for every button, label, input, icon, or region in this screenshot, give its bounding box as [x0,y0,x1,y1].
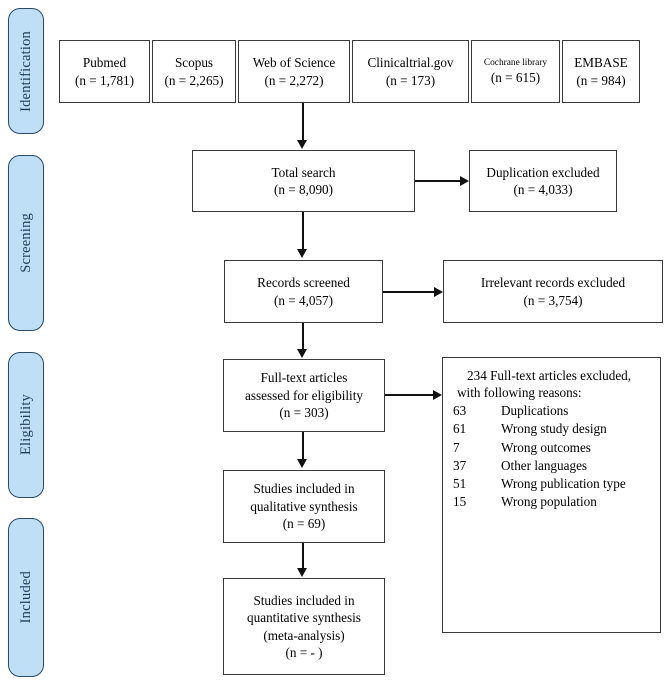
box-line: Records screened [257,275,350,291]
source-box-scopus: Scopus (n = 2,265) [152,40,236,103]
exclusions-header-line1: 234 Full-text articles excluded, [467,368,632,383]
connector-records-to-irrelevant [383,291,435,293]
arrow-fulltext-to-qualitative [297,459,307,468]
arrow-qualitative-to-quantitative [297,568,307,577]
stage-label: Eligibility [17,394,34,456]
exclusion-reason-row: 15 Wrong population [453,493,650,510]
source-box-clinicaltrial-gov: Clinicaltrial.gov (n = 173) [352,40,469,103]
connector-records-to-fulltext [302,323,304,350]
box-line: Duplication excluded [486,164,600,180]
arrow-records-to-irrelevant [434,286,443,297]
box-line: assessed for eligibility [245,387,363,403]
exclusion-label: Duplications [501,403,569,419]
exclusion-reason-row: 7 Wrong outcomes [453,439,650,456]
source-count: (n = 615) [490,69,541,85]
exclusions-header-line2: with following reasons: [457,385,582,401]
stage-label: Included [17,571,34,624]
exclusion-reason-row: 61 Wrong study design [453,420,650,437]
source-count: (n = 2,265) [164,72,224,88]
source-name: Pubmed [82,55,127,71]
exclusion-count: 61 [453,421,467,437]
stage-screening: Screening [8,155,44,331]
exclusion-label: Wrong study design [501,421,607,437]
source-box-pubmed: Pubmed (n = 1,781) [59,40,150,103]
box-quantitative-synthesis: Studies included in quantitative synthes… [223,578,385,675]
source-name: Cochrane library [483,57,548,68]
connector-qualitative-to-quantitative [302,543,304,569]
box-fulltext-assessed: Full-text articles assessed for eligibil… [223,359,385,432]
source-count: (n = 173) [385,72,436,88]
source-count: (n = 984) [576,72,626,88]
box-line: Irrelevant records excluded [480,275,626,291]
source-count: (n = 2,272) [264,72,324,88]
exclusion-label: Other languages [501,457,588,473]
box-count: (n = 3,754) [523,292,583,308]
exclusion-count: 7 [453,439,460,455]
box-line: Studies included in [253,481,355,497]
box-line: Full-text articles [260,370,348,386]
box-count: (n = - ) [285,644,323,660]
box-irrelevant-records-excluded: Irrelevant records excluded (n = 3,754) [443,260,663,323]
exclusion-reason-row: 37 Other languages [453,457,650,474]
box-count: (n = 4,057) [273,292,334,308]
box-qualitative-synthesis: Studies included in qualitative synthesi… [223,470,385,543]
source-box-cochrane-library: Cochrane library (n = 615) [471,40,560,103]
box-line: qualitative synthesis [250,498,358,514]
connector-fulltext-to-exclusions [385,394,434,396]
source-box-embase: EMBASE (n = 984) [562,40,640,103]
source-name: Scopus [174,55,214,71]
stage-label: Identification [17,30,34,112]
exclusion-label: Wrong outcomes [501,439,591,455]
source-count: (n = 1,781) [74,72,135,88]
connector-total-to-duplication [415,180,461,182]
exclusion-count: 63 [453,403,467,419]
arrow-sources-to-total [297,140,307,149]
exclusion-reason-row: 51 Wrong publication type [453,475,650,492]
box-count: (n = 4,033) [513,182,573,197]
source-name: Web of Science [252,55,336,71]
exclusion-count: 37 [453,457,467,473]
source-name: Clinicaltrial.gov [367,55,454,71]
box-records-screened: Records screened (n = 4,057) [224,260,383,323]
connector-fulltext-to-qualitative [302,432,304,460]
box-count: (n = 69) [282,516,326,532]
exclusion-label: Wrong publication type [501,475,626,491]
source-name: EMBASE [574,55,628,71]
exclusion-count: 15 [453,494,467,510]
stage-identification: Identification [8,8,44,134]
arrow-records-to-fulltext [297,349,307,358]
arrow-total-to-records [297,249,307,258]
exclusion-reason-row: 63 Duplications [453,402,650,419]
connector-total-to-records [302,212,304,250]
box-line: Studies included in [253,592,355,608]
arrow-total-to-duplication [460,175,469,186]
stage-eligibility: Eligibility [8,352,44,498]
stage-label: Screening [17,213,34,273]
box-count: (n = 303) [279,405,329,421]
exclusion-label: Wrong population [501,494,597,510]
box-line: quantitative synthesis [247,610,361,626]
box-line: Total search [271,164,336,180]
source-box-web-of-science: Web of Science (n = 2,272) [238,40,350,103]
box-line: (meta-analysis) [263,627,345,643]
connector-sources-to-total [302,103,304,141]
panel-fulltext-exclusions: 234 Full-text articles excluded, with fo… [442,357,661,633]
exclusion-count: 51 [453,475,467,491]
arrow-fulltext-to-exclusions [433,389,442,400]
box-total-search: Total search (n = 8,090) [192,150,415,212]
stage-included: Included [8,518,44,677]
box-duplication-excluded: Duplication excluded (n = 4,033) [469,150,617,212]
box-count: (n = 8,090) [273,182,334,197]
